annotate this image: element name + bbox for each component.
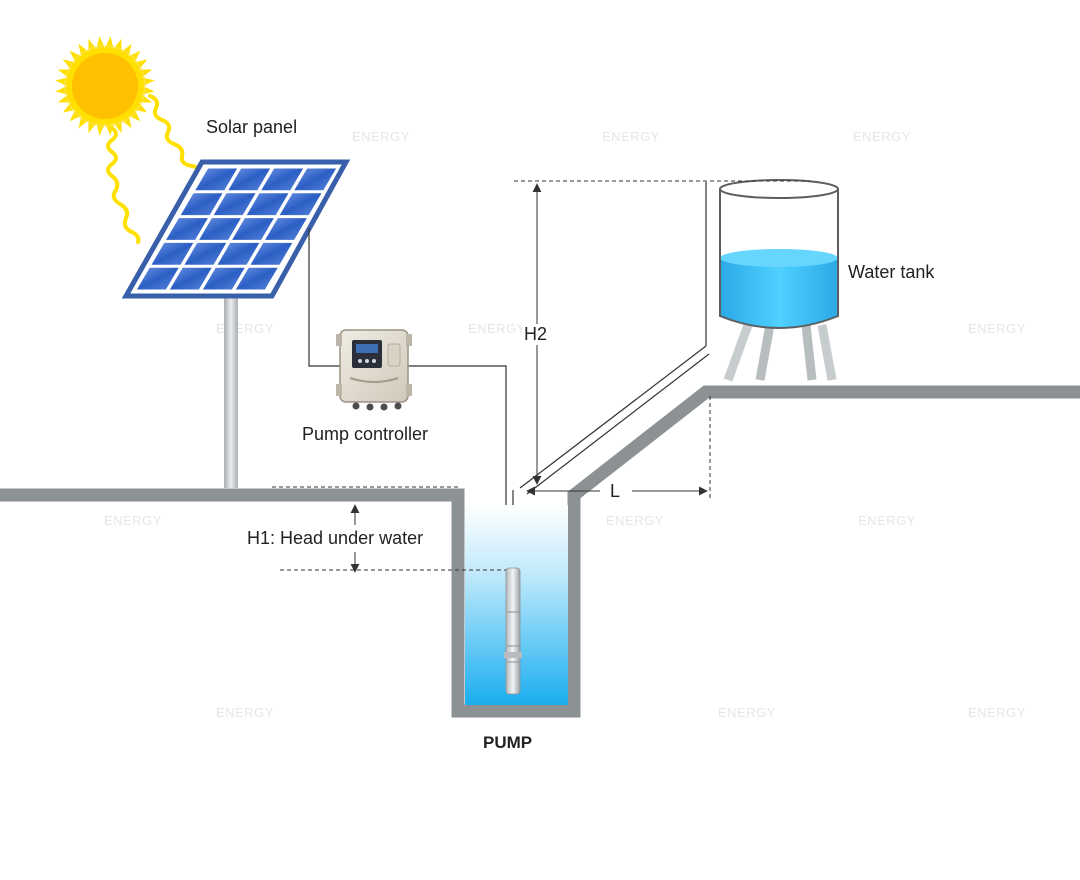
- panel-cell: [261, 168, 304, 191]
- watermark: ENERGY: [104, 513, 162, 528]
- panel-cell: [232, 218, 274, 240]
- pump-label: PUMP: [483, 733, 533, 752]
- solar-panel-label: Solar panel: [206, 117, 298, 137]
- watermark: ENERGY: [216, 705, 274, 720]
- panel-cell: [136, 267, 179, 290]
- panel-cell: [294, 168, 337, 191]
- watermark: ENERGY: [858, 513, 916, 528]
- panel-cell: [217, 242, 260, 265]
- panel-cell: [265, 218, 307, 240]
- panel-cell: [195, 168, 238, 191]
- panel-cell: [202, 267, 245, 290]
- ground-profile: [0, 385, 1080, 718]
- panel-cell: [235, 267, 278, 290]
- watermark: ENERGY: [853, 129, 911, 144]
- pump-controller-icon: [336, 329, 412, 411]
- watermark: ENERGY: [606, 513, 664, 528]
- watermark: ENERGY: [602, 129, 660, 144]
- panel-cell: [199, 218, 241, 240]
- panel-cell: [228, 168, 271, 191]
- pump-controller-label: Pump controller: [302, 424, 429, 444]
- h2-label: H2: [522, 324, 550, 345]
- outlet-pipe: [519, 182, 710, 495]
- sun-icon: [55, 36, 155, 136]
- panel-cell: [180, 193, 223, 216]
- water-tank-icon: [719, 179, 839, 382]
- panel-cell: [184, 242, 227, 265]
- panel-cell: [166, 218, 208, 240]
- panel-cell: [169, 267, 212, 290]
- panel-cell: [213, 193, 256, 216]
- water-tank-label: Water tank: [848, 262, 935, 282]
- h1-label: H1: Head under water: [247, 528, 424, 548]
- watermark: ENERGY: [352, 129, 410, 144]
- submersible-pump-icon: [504, 567, 522, 695]
- solar-panel-icon: [121, 159, 351, 299]
- watermark: ENERGY: [968, 705, 1026, 720]
- watermark: ENERGY: [968, 321, 1026, 336]
- panel-cell: [246, 193, 289, 216]
- watermark: ENERGY: [468, 321, 526, 336]
- panel-cell: [279, 193, 322, 216]
- l-label: L: [610, 481, 621, 501]
- panel-pole: [224, 295, 238, 488]
- watermark-layer: ENERGY ENERGY ENERGY ENERGY ENERGY ENERG…: [104, 129, 1026, 720]
- panel-cell: [151, 242, 194, 265]
- watermark: ENERGY: [718, 705, 776, 720]
- panel-cell: [250, 242, 293, 265]
